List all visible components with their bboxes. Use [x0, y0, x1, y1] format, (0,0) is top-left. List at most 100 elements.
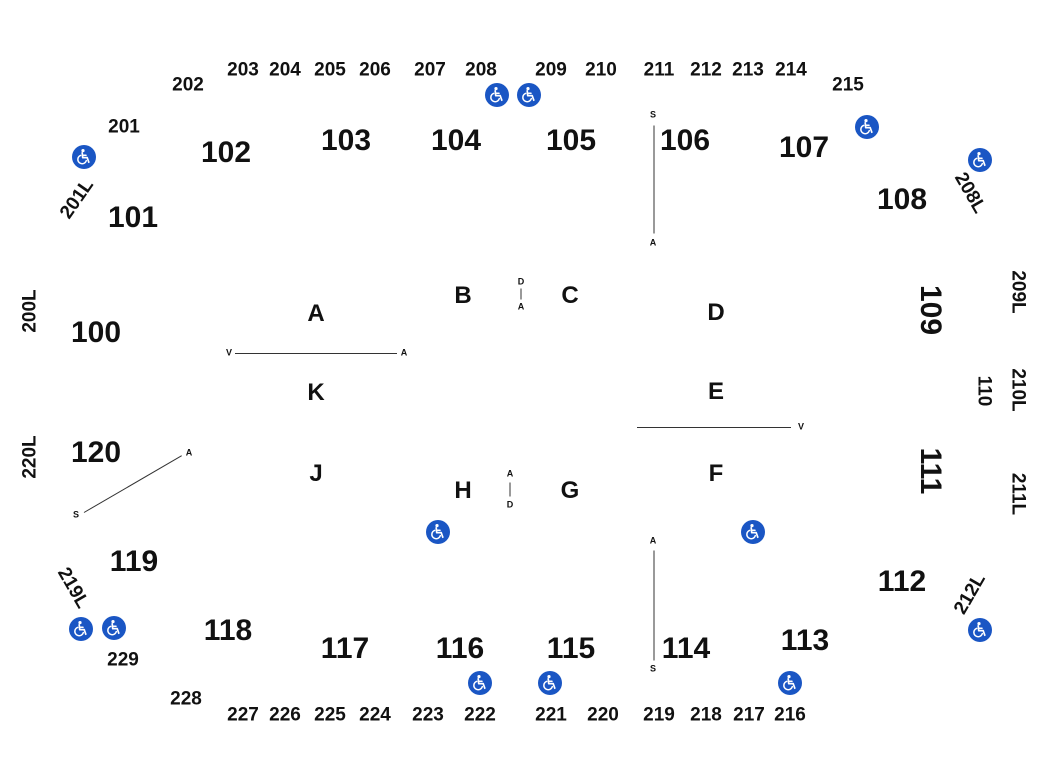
- section-211l[interactable]: 211L: [1007, 472, 1029, 516]
- wheelchair-icon: [968, 148, 992, 172]
- section-211[interactable]: 211: [643, 59, 675, 81]
- section-209l[interactable]: 209L: [1007, 270, 1029, 314]
- section-213[interactable]: 213: [732, 59, 764, 81]
- aisle-line-e-f: [637, 427, 791, 428]
- section-113[interactable]: 113: [780, 624, 830, 657]
- wheelchair-icon: [517, 83, 541, 107]
- section-201l[interactable]: 201L: [55, 175, 99, 223]
- floor-section-b[interactable]: B: [454, 282, 472, 309]
- section-227[interactable]: 227: [227, 704, 259, 726]
- wheelchair-icon: [426, 520, 450, 544]
- wheelchair-icon: [468, 671, 492, 695]
- section-202[interactable]: 202: [172, 74, 204, 96]
- section-117[interactable]: 117: [320, 632, 370, 665]
- section-100[interactable]: 100: [70, 316, 122, 349]
- section-102[interactable]: 102: [200, 136, 252, 169]
- section-223[interactable]: 223: [412, 704, 444, 726]
- section-118[interactable]: 118: [203, 614, 253, 647]
- wheelchair-icon: [72, 145, 96, 169]
- section-221[interactable]: 221: [535, 704, 567, 726]
- section-101[interactable]: 101: [107, 201, 159, 234]
- wheelchair-icon: [485, 83, 509, 107]
- marker-a[interactable]: A: [649, 535, 657, 546]
- section-206[interactable]: 206: [359, 59, 391, 81]
- floor-section-c[interactable]: C: [561, 282, 579, 309]
- aisle-line-h-g: [509, 482, 511, 497]
- section-220[interactable]: 220: [587, 704, 619, 726]
- floor-section-g[interactable]: G: [560, 477, 580, 504]
- marker-d[interactable]: D: [517, 276, 525, 287]
- section-103[interactable]: 103: [320, 124, 372, 157]
- section-207[interactable]: 207: [414, 59, 446, 81]
- floor-section-h[interactable]: H: [454, 477, 472, 504]
- aisle-line-106: [653, 125, 655, 234]
- section-222[interactable]: 222: [464, 704, 496, 726]
- marker-a[interactable]: A: [506, 468, 514, 479]
- section-209[interactable]: 209: [535, 59, 567, 81]
- marker-s[interactable]: S: [649, 663, 657, 674]
- section-204[interactable]: 204: [269, 59, 301, 81]
- floor-section-j[interactable]: J: [309, 460, 323, 487]
- section-219l[interactable]: 219L: [53, 563, 93, 613]
- marker-a[interactable]: A: [649, 237, 657, 248]
- section-225[interactable]: 225: [314, 704, 346, 726]
- section-220l[interactable]: 220L: [19, 435, 41, 479]
- floor-section-d[interactable]: D: [707, 299, 725, 326]
- wheelchair-icon: [741, 520, 765, 544]
- marker-v[interactable]: V: [225, 347, 233, 358]
- section-215[interactable]: 215: [832, 74, 864, 96]
- section-226[interactable]: 226: [269, 704, 301, 726]
- section-229[interactable]: 229: [107, 649, 139, 671]
- marker-s[interactable]: S: [649, 109, 657, 120]
- section-228[interactable]: 228: [170, 688, 202, 710]
- section-110[interactable]: 110: [973, 375, 995, 407]
- aisle-line-b-c: [520, 288, 522, 300]
- section-120[interactable]: 120: [70, 436, 122, 469]
- section-111[interactable]: 111: [914, 447, 947, 495]
- section-217[interactable]: 217: [733, 704, 765, 726]
- section-200l[interactable]: 200L: [19, 289, 41, 333]
- section-201[interactable]: 201: [108, 116, 140, 138]
- floor-section-a[interactable]: A: [307, 300, 325, 327]
- section-208[interactable]: 208: [465, 59, 497, 81]
- marker-v[interactable]: V: [797, 421, 805, 432]
- section-108[interactable]: 108: [876, 183, 928, 216]
- marker-a[interactable]: A: [400, 347, 408, 358]
- section-107[interactable]: 107: [778, 131, 830, 164]
- section-105[interactable]: 105: [545, 124, 597, 157]
- floor-section-e[interactable]: E: [707, 378, 725, 405]
- section-216[interactable]: 216: [774, 704, 806, 726]
- section-115[interactable]: 115: [546, 632, 596, 665]
- wheelchair-icon: [968, 618, 992, 642]
- marker-a[interactable]: A: [517, 301, 525, 312]
- section-104[interactable]: 104: [430, 124, 482, 157]
- section-218[interactable]: 218: [690, 704, 722, 726]
- section-210[interactable]: 210: [585, 59, 617, 81]
- floor-section-f[interactable]: F: [708, 460, 724, 487]
- wheelchair-icon: [102, 616, 126, 640]
- aisle-line-a-k: [235, 353, 397, 354]
- section-212l[interactable]: 212L: [950, 569, 990, 619]
- section-112[interactable]: 112: [877, 565, 927, 598]
- section-224[interactable]: 224: [359, 704, 391, 726]
- section-214[interactable]: 214: [775, 59, 807, 81]
- wheelchair-icon: [538, 671, 562, 695]
- section-208l[interactable]: 208L: [950, 168, 990, 218]
- section-109[interactable]: 109: [914, 284, 947, 336]
- marker-a[interactable]: A: [185, 447, 193, 458]
- section-114[interactable]: 114: [661, 632, 711, 665]
- section-210l[interactable]: 210L: [1007, 368, 1029, 412]
- section-119[interactable]: 119: [109, 545, 159, 578]
- marker-d[interactable]: D: [506, 499, 514, 510]
- wheelchair-icon: [855, 115, 879, 139]
- floor-section-k[interactable]: K: [307, 379, 325, 406]
- section-219[interactable]: 219: [643, 704, 675, 726]
- section-116[interactable]: 116: [435, 632, 485, 665]
- wheelchair-icon: [69, 617, 93, 641]
- section-203[interactable]: 203: [227, 59, 259, 81]
- marker-s[interactable]: S: [72, 509, 80, 520]
- wheelchair-icon: [778, 671, 802, 695]
- section-205[interactable]: 205: [314, 59, 346, 81]
- section-106[interactable]: 106: [659, 124, 711, 157]
- section-212[interactable]: 212: [690, 59, 722, 81]
